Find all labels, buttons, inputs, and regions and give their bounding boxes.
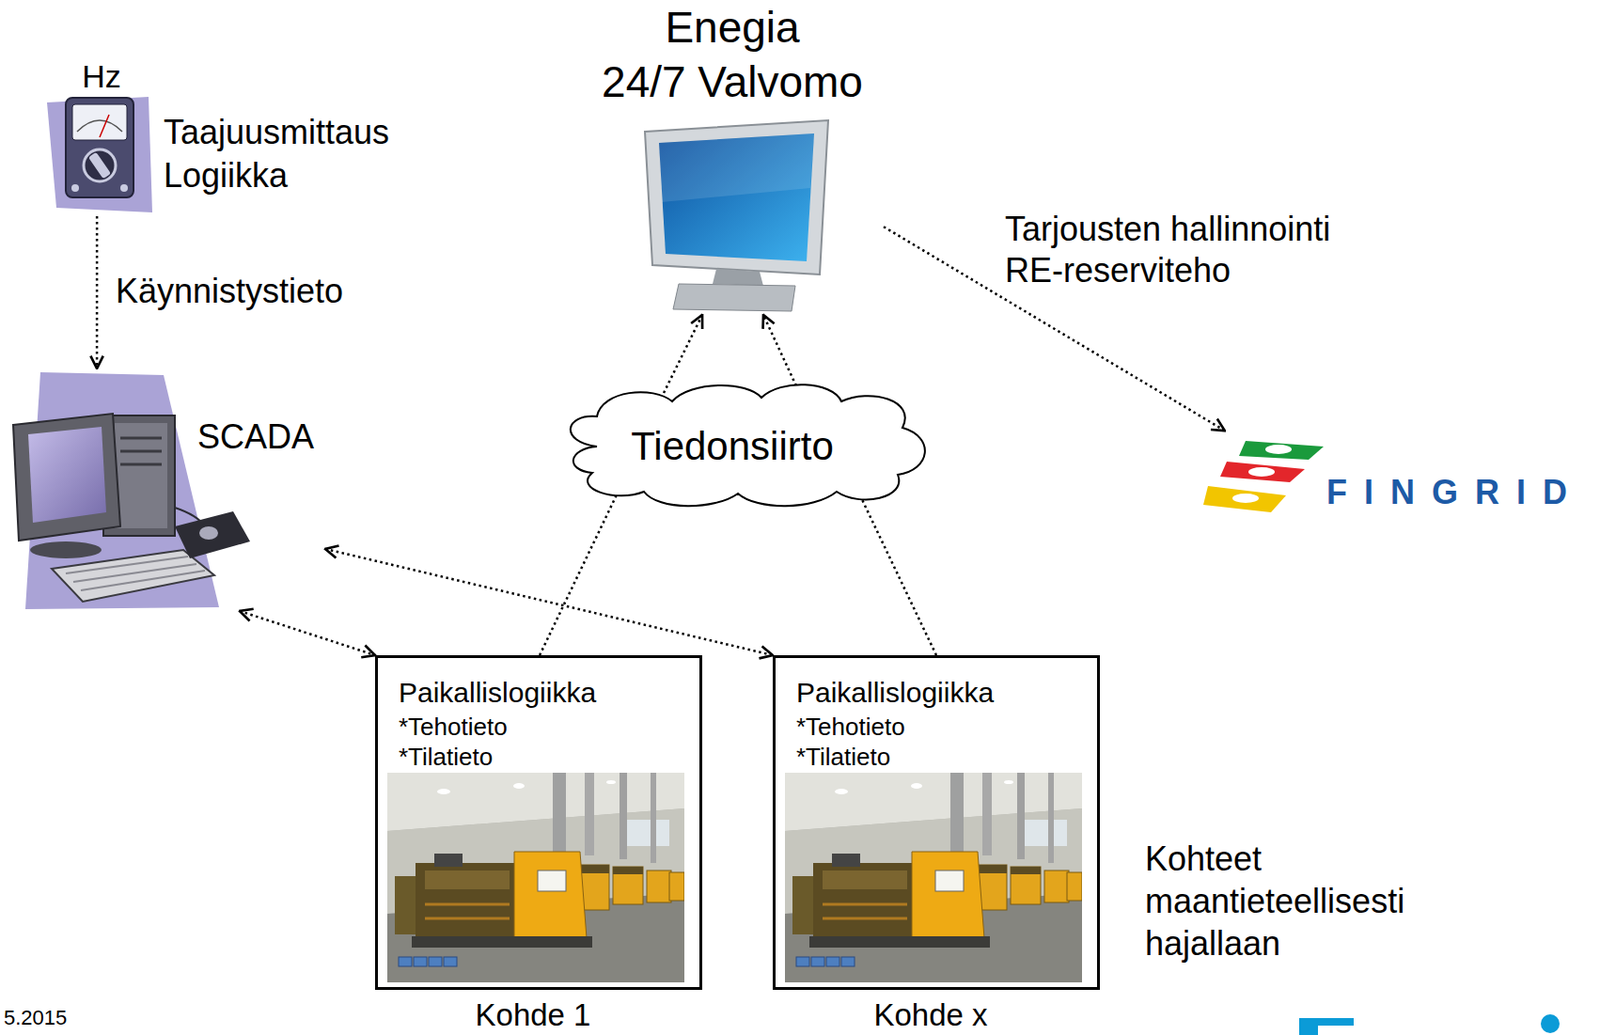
- scada-computer-icon: [114, 423, 168, 529]
- dotted-connector: [239, 611, 376, 656]
- box-heading: Paikallislogiikka: [398, 675, 597, 710]
- fingrid-logo-mark: [1239, 440, 1324, 460]
- control-room: Enegia24/7 Valvomo: [582, 0, 884, 315]
- fingrid-logo-mark: [1203, 486, 1287, 513]
- frequency-meter-icon: [47, 96, 153, 213]
- node-label: Taajuusmittaus Logiikka: [163, 110, 390, 198]
- text-holder: Taajuusmittaus Logiikka: [163, 110, 390, 198]
- fingrid-logo-mark: [1232, 493, 1259, 503]
- text-holder: Paikallislogiikka: [796, 675, 994, 710]
- control-room-monitor-icon: [673, 283, 796, 312]
- text-holder: Kohteet maantieteellisesti hajallaan: [1145, 837, 1405, 965]
- fingrid-logo: FINGRID: [1203, 427, 1594, 527]
- generator-photo: [784, 772, 1083, 983]
- data-transfer-cloud: Tiedonsiirto: [559, 380, 934, 508]
- dotted-connector: [325, 549, 773, 656]
- edge-label: Tarjousten hallinnointi RE-reserviteho: [1004, 208, 1363, 292]
- box-heading: Paikallislogiikka: [796, 675, 994, 710]
- text-holder: *Tilatieto: [398, 742, 493, 771]
- text-holder: *Tehotieto: [796, 712, 906, 741]
- text-holder: Tarjousten hallinnointi RE-reserviteho: [1004, 208, 1363, 292]
- text-holder: Hz: [73, 58, 130, 95]
- site-caption: Kohde x: [873, 999, 988, 1032]
- control-room-monitor-icon: [644, 120, 829, 275]
- text-holder: SCADA: [197, 417, 314, 457]
- generator-photo: [387, 772, 1083, 983]
- frequency-meter-icon: [88, 152, 111, 180]
- enegia-logo: [1299, 1018, 1318, 1035]
- text-holder: FINGRID: [1326, 473, 1585, 512]
- node-label: Tiedonsiirto: [630, 424, 834, 469]
- fingrid-logo-mark: [1203, 440, 1324, 513]
- site-box: Paikallislogiikka*Tehotieto*TilatietoKoh…: [375, 655, 703, 990]
- dotted-connector: [95, 216, 99, 369]
- status-item: *Tilatieto: [398, 742, 493, 771]
- enegia-logo: [1540, 1014, 1560, 1034]
- status-item: *Tehotieto: [796, 712, 906, 741]
- dotted-connector: [663, 314, 703, 393]
- fingrid-logo-mark: [1248, 467, 1275, 477]
- text-holder: 5.2015: [3, 1005, 67, 1031]
- scada-computer-icon: [25, 372, 220, 610]
- text-holder: *Tilatieto: [796, 742, 891, 771]
- node-title: 24/7 Valvomo: [601, 55, 863, 109]
- scada-computer-icon: [28, 426, 107, 523]
- cloud-outline: [570, 384, 926, 506]
- frequency-meter-icon: [83, 149, 116, 182]
- frequency-meter-icon: [72, 104, 127, 141]
- text-holder: 24/7 Valvomo: [582, 55, 882, 109]
- text-holder: Kohde x: [775, 999, 1086, 1032]
- frequency-meter: HzTaajuusmittaus Logiikka: [42, 56, 405, 217]
- generator-photo: [387, 772, 685, 983]
- scada-computer-icon: [65, 556, 205, 591]
- frequency-meter-icon: [71, 184, 79, 192]
- edge-label: Käynnistystieto: [115, 271, 344, 312]
- text-holder: Kohde 1: [377, 999, 689, 1032]
- text-holder: Tiedonsiirto: [559, 424, 906, 469]
- frequency-meter-icon: [47, 96, 153, 213]
- dotted-connector: [763, 314, 797, 386]
- scada-computer-icon: [30, 541, 102, 559]
- dotted-connector: [862, 499, 937, 656]
- node-label: SCADA: [197, 417, 314, 457]
- frequency-meter-icon: [77, 120, 123, 132]
- status-item: *Tehotieto: [398, 712, 508, 741]
- control-room-monitor-icon: [658, 133, 815, 203]
- logo-text: FINGRID: [1326, 473, 1585, 512]
- dotted-connector: [539, 495, 617, 657]
- control-room-monitor-icon: [644, 120, 829, 312]
- text-holder: Paikallislogiikka: [398, 675, 597, 710]
- fingrid-logo-mark: [1265, 444, 1292, 455]
- text-holder: Enegia: [582, 0, 882, 54]
- scada-computer: SCADA: [9, 368, 326, 612]
- node-title: Enegia: [664, 0, 800, 54]
- date-text: 5.2015: [3, 1005, 67, 1031]
- scada-computer-icon: [174, 507, 205, 527]
- frequency-meter-icon: [120, 184, 128, 192]
- frequency-meter-icon: [99, 114, 110, 138]
- site-caption: Kohde 1: [475, 999, 592, 1032]
- scada-computer-icon: [199, 526, 219, 540]
- status-item: *Tilatieto: [796, 742, 891, 771]
- text-holder: *Tehotieto: [398, 712, 508, 741]
- fingrid-logo-mark: [1220, 461, 1305, 483]
- text-holder: Käynnistystieto: [115, 271, 344, 312]
- scada-computer-icon: [13, 372, 251, 610]
- scada-computer-icon: [120, 438, 162, 465]
- control-room-monitor-icon: [712, 268, 764, 286]
- note-text: Kohteet maantieteellisesti hajallaan: [1145, 837, 1405, 965]
- enegia-logo: [1299, 1014, 1560, 1035]
- unit-label: Hz: [81, 58, 122, 95]
- scada-computer-icon: [13, 413, 121, 541]
- frequency-meter-icon: [65, 97, 134, 198]
- scada-computer-icon: [174, 511, 251, 559]
- control-room-monitor-icon: [658, 133, 815, 262]
- site-box: Paikallislogiikka*Tehotieto*TilatietoKoh…: [772, 655, 1100, 990]
